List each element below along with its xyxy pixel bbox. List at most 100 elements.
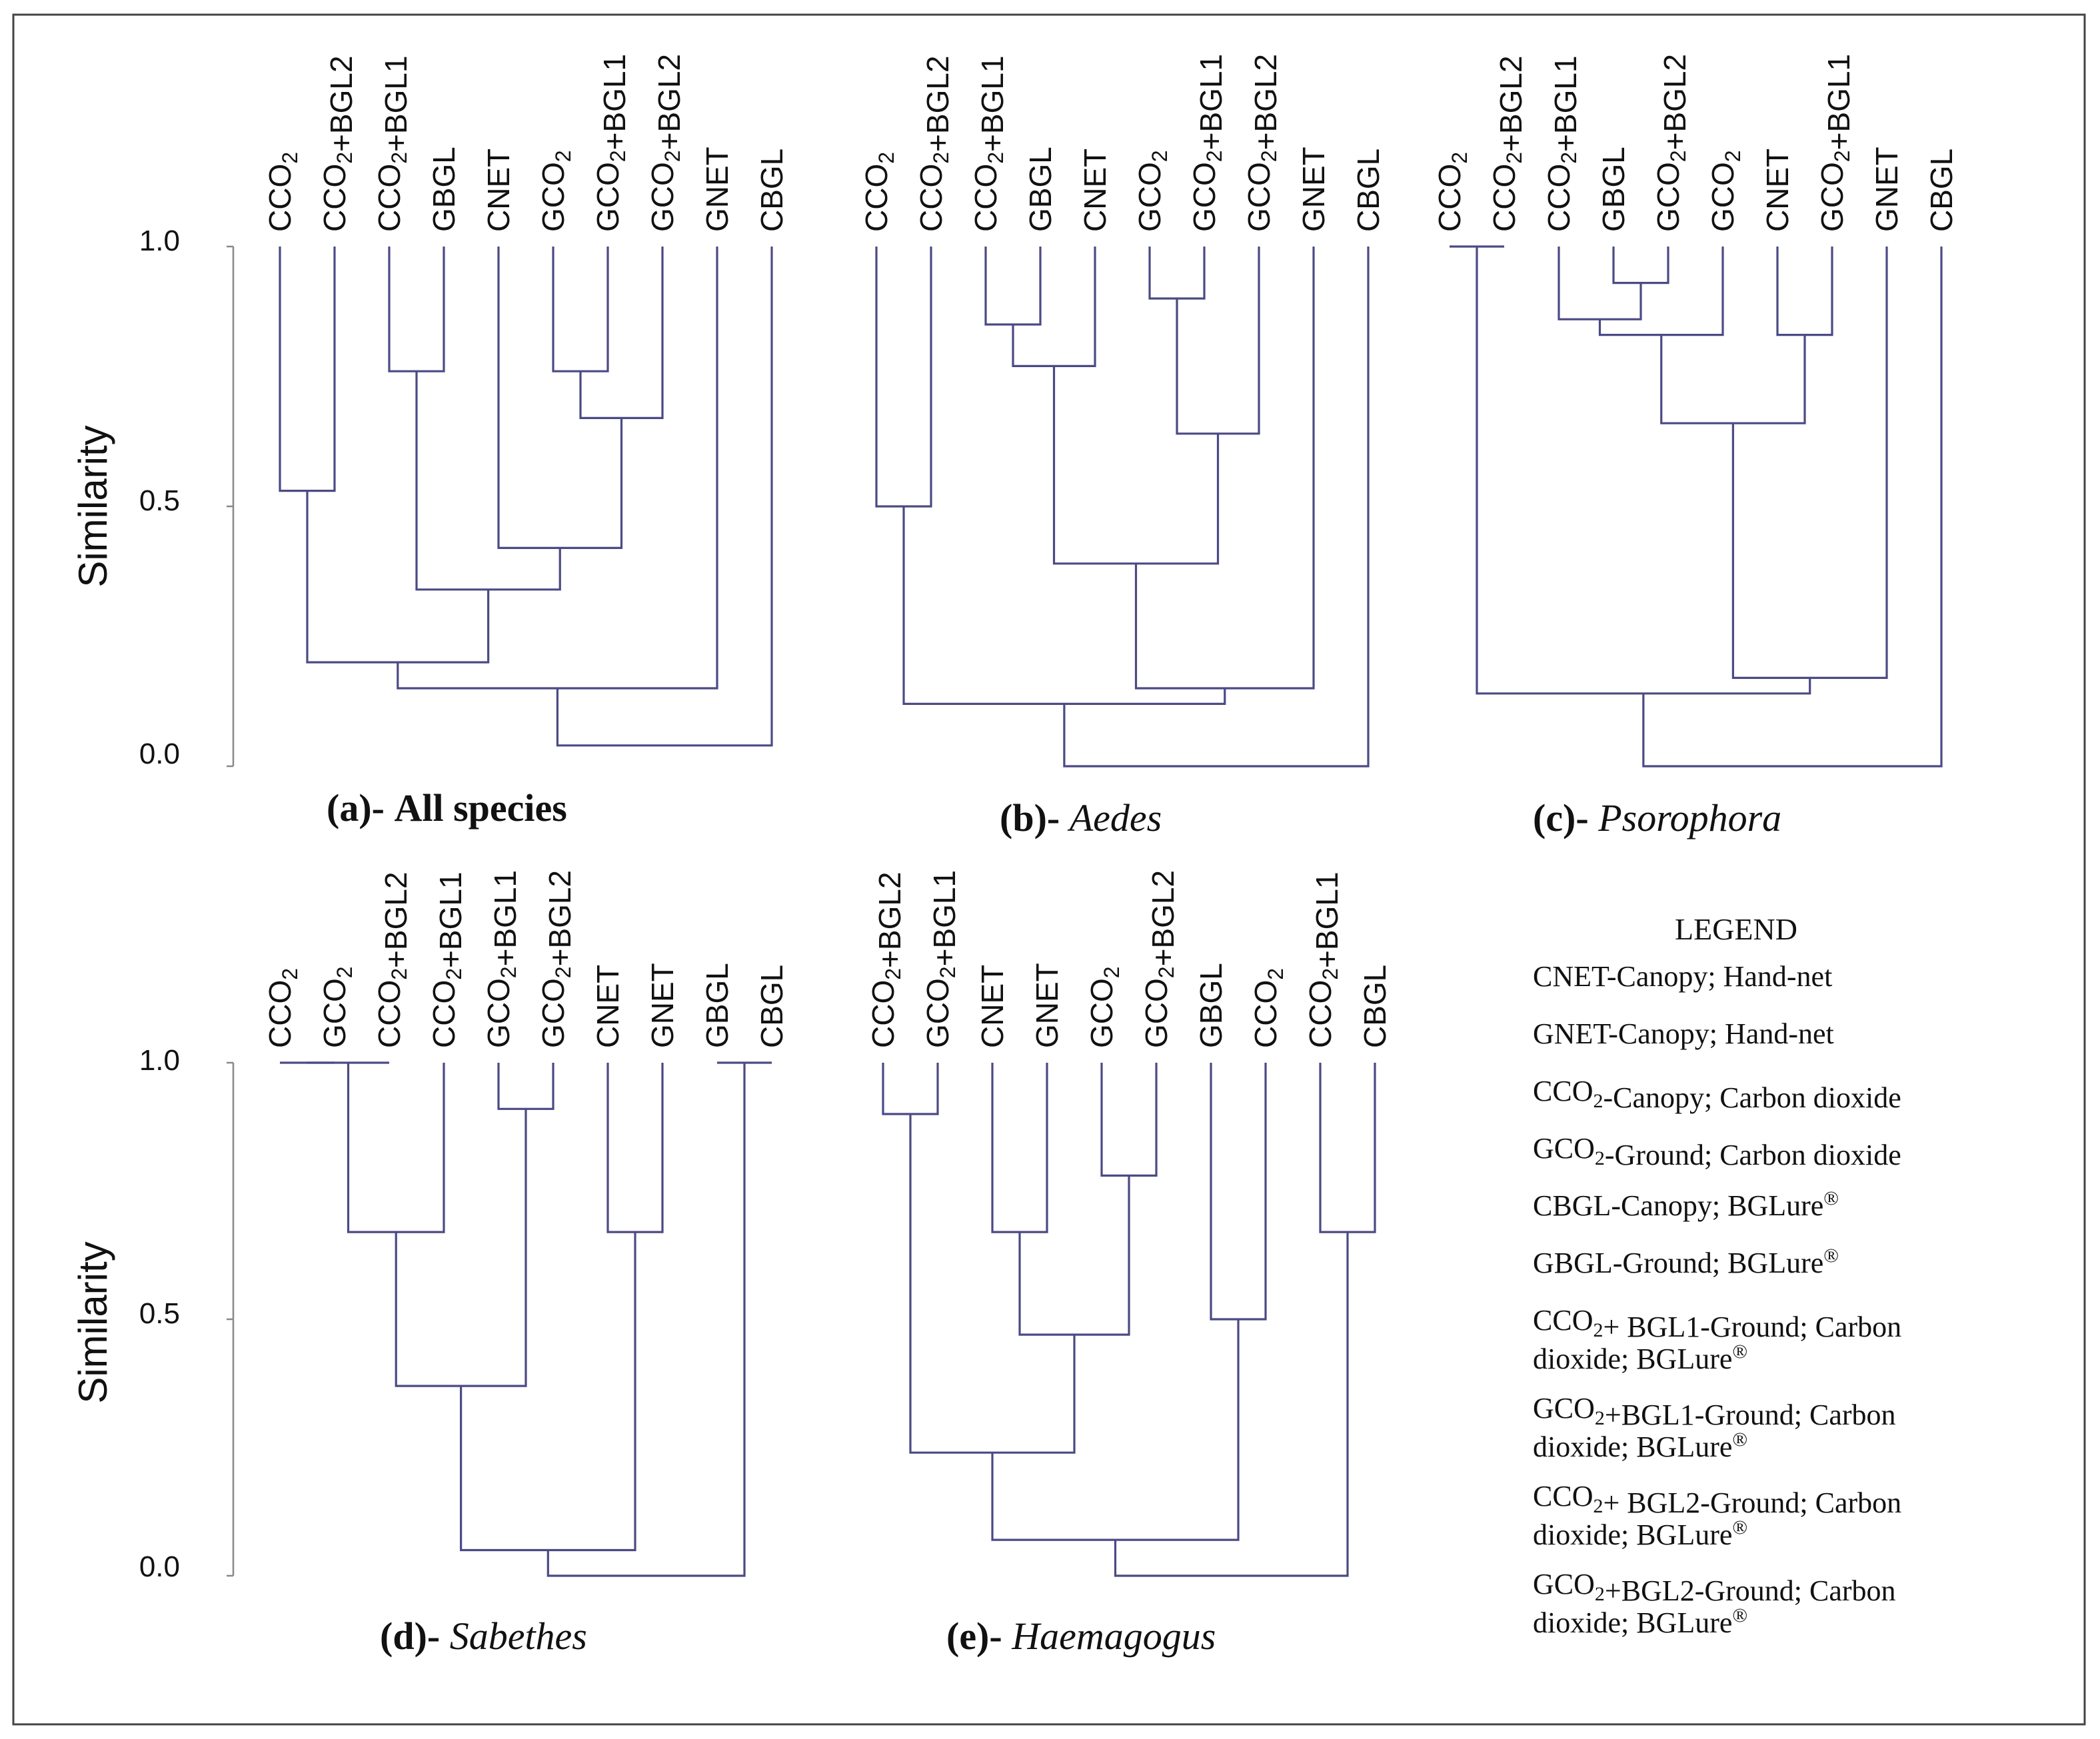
branch-a-6 [306,490,490,664]
leaf-label-e-4: GCO2 [1084,966,1124,1048]
legend-item-8-line2: dioxide; BGLure® [1533,1516,1747,1551]
leaf-label-a-8: GNET [700,147,734,232]
branch-c-5 [1660,334,1806,424]
leaf-label-c-4: GCO2+BGL2 [1651,54,1692,232]
leaf-label-b-3: GBGL [1023,147,1058,232]
caption-b-name: Aedes [1067,796,1162,840]
leaf-label-d-6: CNET [590,965,625,1048]
leaf-label-e-5: GCO2+BGL2 [1139,870,1180,1048]
leaf-label-e-2: CNET [975,965,1010,1048]
branch-b-6 [875,247,932,508]
leaf-label-b-9: CBGL [1351,149,1386,232]
legend-item-1: GNET-Canopy; Hand-net [1533,1017,1834,1050]
branch-a-1 [388,247,445,372]
caption-c-prefix: (c)- [1533,796,1589,840]
caption-e: (e)- Haemagogus [946,1614,1216,1658]
leaf-label-b-7: GCO2+BGL2 [1242,54,1283,232]
leaf-label-a-5: GCO2 [536,150,575,232]
leaf-label-e-0: CCO2+BGL2 [866,871,907,1048]
leaf-label-b-0: CCO2 [859,152,898,232]
leaf-label-d-1: GCO2 [317,966,357,1048]
branch-d-2 [497,1063,554,1110]
y-axis-title-top: Similarity [71,425,115,587]
leaf-label-d-3: CCO2+BGL1 [427,871,468,1048]
leaf-label-b-8: GNET [1296,147,1331,232]
branch-c-6 [1731,247,1888,679]
branch-a-3 [579,247,664,419]
branch-c-7 [1476,247,1811,695]
leaf-label-b-2: CCO2+BGL1 [968,55,1010,232]
branch-b-0 [984,247,1042,326]
branch-d-3 [347,1063,445,1233]
branch-a-0 [279,247,336,492]
branch-e-1 [991,1063,1048,1233]
leaf-label-d-4: GCO2+BGL1 [481,870,523,1048]
legend-item-9-line2: dioxide; BGLure® [1533,1604,1747,1639]
legend-item-3: GCO2-Ground; Carbon dioxide [1533,1132,1901,1171]
leaf-label-a-9: CBGL [754,149,789,232]
legend-item-7-line2: dioxide; BGLure® [1533,1429,1747,1463]
branch-e-7 [1319,1063,1376,1233]
leaf-label-e-8: CCO2+BGL1 [1303,871,1344,1048]
branch-c-8 [1642,247,1943,768]
branch-a-8 [556,247,773,747]
leaf-label-b-6: GCO2+BGL1 [1187,54,1228,232]
branch-e-0 [882,1063,939,1115]
legend-item-0: CNET-Canopy; Hand-net [1533,960,1832,993]
caption-e-name: Haemagogus [1011,1614,1216,1658]
tick-top-1: 1.0 [139,225,180,257]
legend-item-4: CBGL-Canopy; BGLure® [1533,1187,1839,1222]
leaf-label-e-3: GNET [1030,963,1064,1048]
branch-e-3 [1018,1175,1130,1336]
figure-border [12,13,2086,1726]
caption-b-prefix: (b)- [1000,796,1060,840]
branch-e-6 [991,1319,1240,1541]
legend: LEGEND CNET-Canopy; Hand-netGNET-Canopy;… [1533,912,1901,1639]
branch-a-5 [415,371,561,591]
leaf-label-a-1: CCO2+BGL2 [317,55,359,232]
leaf-label-d-0: CCO2 [263,968,302,1048]
y-axis-bottom [227,1061,235,1577]
leaf-label-c-3: GBGL [1596,147,1631,232]
leaf-label-e-9: CBGL [1358,965,1392,1048]
caption-a: (a)- All species [327,786,567,830]
leaf-label-c-9: CBGL [1924,149,1959,232]
y-axis-top [227,245,235,768]
caption-a-name: All species [394,786,566,830]
leaf-label-d-9: CBGL [754,965,789,1048]
branch-d-4 [395,1109,527,1387]
leaf-label-c-0: CCO2 [1432,152,1472,232]
tick-top-05: 0.5 [139,484,180,517]
branch-c-3 [1598,247,1724,336]
tick-bottom-1: 1.0 [139,1044,180,1077]
leaf-label-d-7: GNET [645,963,680,1048]
legend-item-6-line2: dioxide; BGLure® [1533,1341,1747,1375]
leaf-label-b-1: CCO2+BGL2 [914,55,955,232]
leaf-label-e-6: GBGL [1194,963,1228,1048]
leaf-label-a-6: GCO2+BGL1 [590,54,632,232]
y-axis-title-bottom: Similarity [71,1241,115,1403]
leaf-label-d-2: CCO2+BGL2 [372,871,413,1048]
legend-item-6: CCO2+ BGL1-Ground; Carbon [1533,1304,1901,1343]
branch-c-4 [1776,247,1833,336]
legend-item-2: CCO2-Canopy; Carbon dioxide [1533,1075,1901,1114]
caption-d: (d)- Sabethes [380,1614,587,1658]
leaf-label-d-8: GBGL [700,963,734,1048]
branch-b-1 [1012,247,1096,367]
leaf-label-d-5: GCO2+BGL2 [536,870,577,1048]
branch-e-8 [1114,1232,1349,1577]
tick-top-0: 0.0 [139,738,180,770]
branch-b-8 [1063,247,1370,768]
branch-a-7 [397,247,718,690]
branch-d-8 [546,1063,746,1577]
leaf-label-e-1: GCO2+BGL1 [920,870,962,1048]
branch-b-3 [1176,247,1260,435]
caption-d-name: Sabethes [450,1614,587,1658]
tick-bottom-05: 0.5 [139,1297,180,1330]
branch-b-7 [902,506,1226,705]
